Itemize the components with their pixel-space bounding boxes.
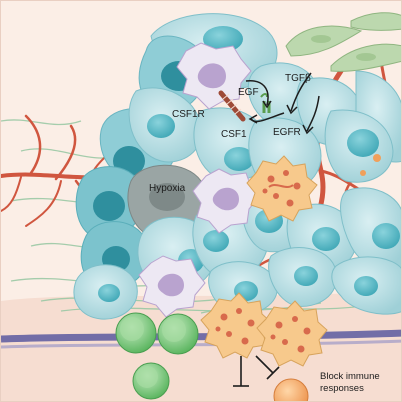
- label-egfr: EGFR: [273, 127, 301, 138]
- neutrophil-bottom-right: [256, 300, 328, 367]
- label-responses: responses: [320, 383, 364, 394]
- orange-cell: [273, 378, 309, 401]
- macrophage-middle: [192, 168, 260, 234]
- label-hypoxia: Hypoxia: [149, 183, 186, 194]
- label-egf: EGF: [238, 87, 259, 98]
- fibroblasts: [285, 12, 401, 72]
- label-csf1: CSF1: [221, 129, 247, 140]
- t-cells: [115, 312, 199, 400]
- platelet-dots: [360, 154, 381, 176]
- inhibition-arrows: [233, 355, 280, 387]
- macrophage-top: [176, 42, 252, 110]
- neutrophil-top: [246, 155, 318, 222]
- label-block-immune: Block immune: [320, 371, 380, 382]
- macrophage-bottom: [138, 255, 206, 318]
- label-tgfb: TGFβ: [285, 73, 311, 84]
- label-csf1r: CSF1R: [172, 109, 205, 120]
- signal-arrows: [245, 72, 320, 135]
- csf1r-receptor-icon: [218, 90, 246, 122]
- neutrophil-bottom-left: [200, 292, 272, 359]
